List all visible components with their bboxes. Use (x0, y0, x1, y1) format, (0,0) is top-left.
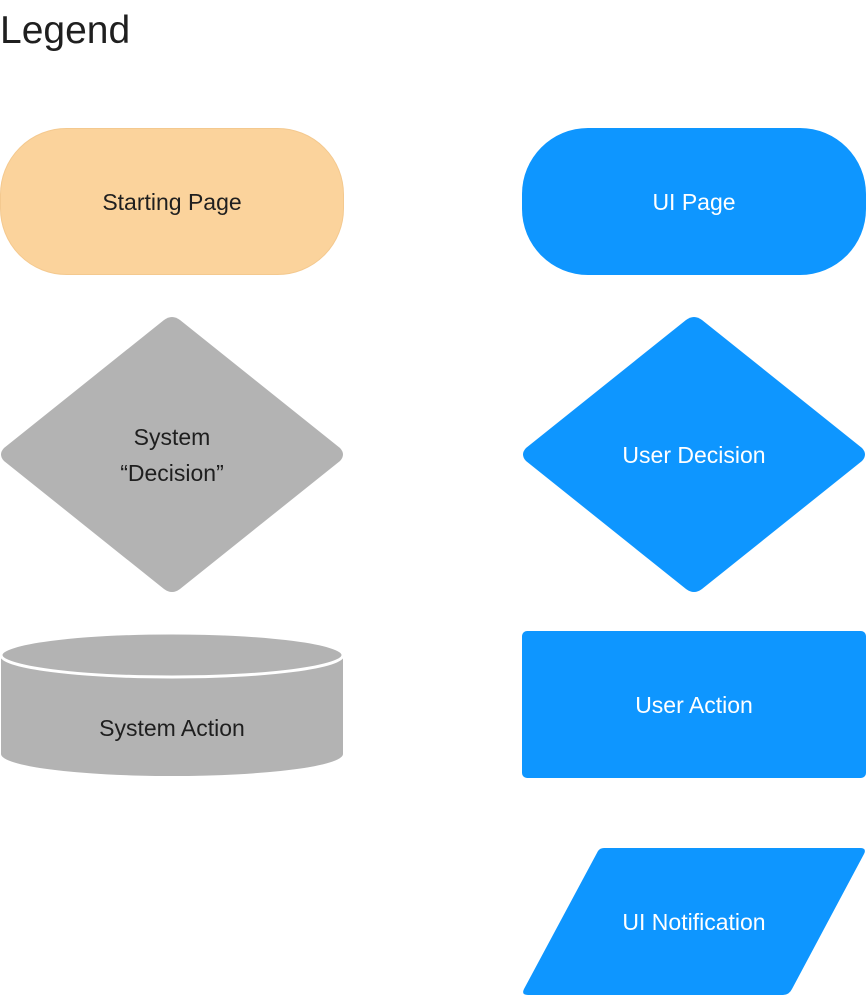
system-decision-shape: System “Decision” (0, 316, 344, 593)
ui-page-shape: UI Page (522, 128, 866, 275)
system-action-label: System Action (99, 714, 245, 741)
user-action-shape: User Action (522, 631, 866, 778)
ui-page-label: UI Page (652, 188, 736, 215)
system-action-shape: System Action (0, 631, 345, 777)
user-action-label: User Action (635, 691, 753, 718)
starting-page-shape: Starting Page (0, 128, 344, 275)
user-decision-label: User Decision (622, 441, 766, 468)
user-decision-shape: User Decision (522, 316, 866, 593)
legend-title: Legend (0, 9, 131, 52)
system-decision-label: System “Decision” (120, 423, 224, 486)
ui-notification-shape: UI Notification (522, 848, 866, 995)
starting-page-label: Starting Page (102, 188, 242, 215)
ui-notification-label: UI Notification (622, 908, 766, 935)
